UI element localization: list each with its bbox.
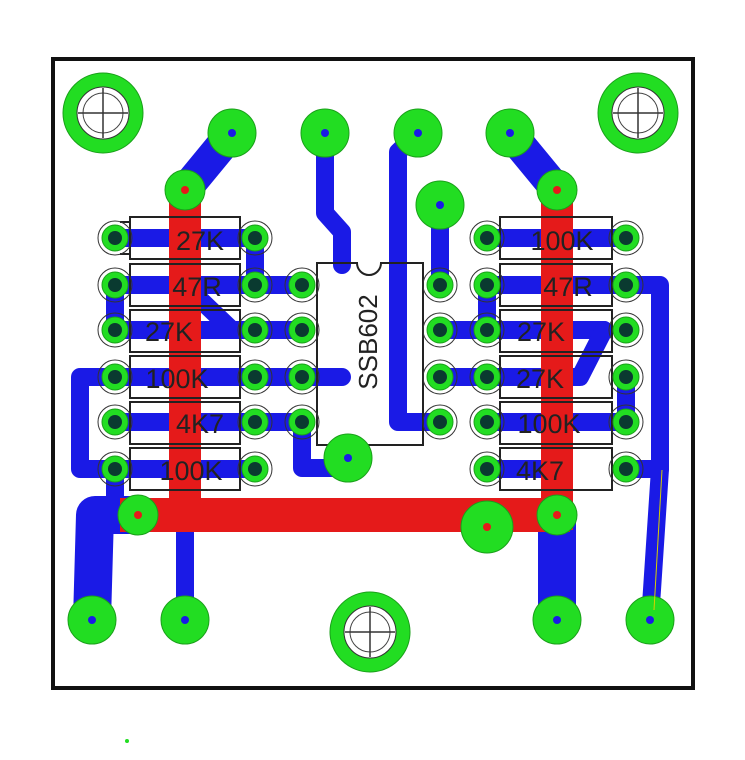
component-pad [237, 267, 273, 303]
component-pad [469, 359, 505, 395]
resistor-label: 100K [517, 409, 580, 439]
connector-pad [300, 108, 350, 158]
component-pad [422, 267, 458, 303]
component-pad [608, 359, 644, 395]
resistor-label: 100K [159, 456, 222, 486]
component-pad [97, 267, 133, 303]
component-pad [422, 312, 458, 348]
component-pad [422, 359, 458, 395]
component-pad [237, 359, 273, 395]
component-pad [469, 451, 505, 487]
connector-pad [625, 595, 675, 645]
resistor-label: 27K [176, 226, 224, 256]
component-pad [608, 451, 644, 487]
ic-outline [316, 262, 424, 446]
component-pad [284, 359, 320, 395]
ic-package: SSB602 [316, 262, 424, 446]
component-pad [608, 220, 644, 256]
connector-pad [536, 169, 578, 211]
stray-mark [125, 739, 129, 743]
resistor-label: 27K [145, 317, 193, 347]
trace-bottom [431, 321, 613, 386]
resistor-body [499, 263, 613, 307]
resistor-label: 4K7 [516, 456, 564, 486]
guide-line [653, 469, 663, 611]
connector-pad [160, 595, 210, 645]
component-pad [422, 404, 458, 440]
connector-pad [415, 180, 465, 230]
component-pad [284, 404, 320, 440]
component-pad [469, 312, 505, 348]
resistor-label: 100K [530, 226, 593, 256]
component-pad [97, 312, 133, 348]
component-pad [469, 220, 505, 256]
connector-pad [207, 108, 257, 158]
mounting-hole [597, 72, 679, 154]
trace-bottom [478, 276, 669, 478]
resistor-body [499, 216, 613, 260]
component-pad [608, 312, 644, 348]
component-pad [97, 451, 133, 487]
resistor-label: 47R [172, 272, 222, 302]
component-pad [237, 404, 273, 440]
connector-pad [393, 108, 443, 158]
component-pad [237, 220, 273, 256]
resistor-label: 27K [516, 364, 564, 394]
resistor-label: 100K [145, 364, 208, 394]
component-pad [608, 267, 644, 303]
component-pad [469, 267, 505, 303]
connector-pad [485, 108, 535, 158]
resistor-label: 47R [543, 272, 593, 302]
connector-pad [67, 595, 117, 645]
component-pad [237, 451, 273, 487]
trace-bottom [641, 460, 669, 629]
mounting-hole [329, 591, 411, 673]
trace-bottom [316, 124, 351, 274]
resistor-label: 27K [517, 317, 565, 347]
connector-pad [323, 433, 373, 483]
mounting-holes [62, 72, 679, 673]
component-pad [608, 404, 644, 440]
resistor-body [499, 355, 613, 399]
component-pad [97, 359, 133, 395]
component-pad [97, 220, 133, 256]
mounting-hole [62, 72, 144, 154]
connector-pad [536, 494, 578, 536]
resistor-body [499, 447, 613, 491]
resistor-label: 4K7 [176, 409, 224, 439]
component-pad [469, 404, 505, 440]
connector-pad [460, 500, 514, 554]
connector-pad [532, 595, 582, 645]
resistors-right [499, 216, 613, 491]
resistor-labels-left: 27K 47R 27K 100K 4K7 100K [145, 226, 224, 486]
connector-pad [164, 169, 206, 211]
component-pad [237, 312, 273, 348]
pads [67, 108, 675, 645]
resistor-body [499, 401, 613, 445]
resistor-body [499, 309, 613, 353]
component-pad [97, 404, 133, 440]
connector-pad [117, 494, 159, 536]
component-pad [284, 267, 320, 303]
component-pad [284, 312, 320, 348]
ic-label: SSB602 [353, 294, 383, 389]
resistor-labels-right: 100K 47R 27K 27K 100K 4K7 [516, 226, 594, 486]
